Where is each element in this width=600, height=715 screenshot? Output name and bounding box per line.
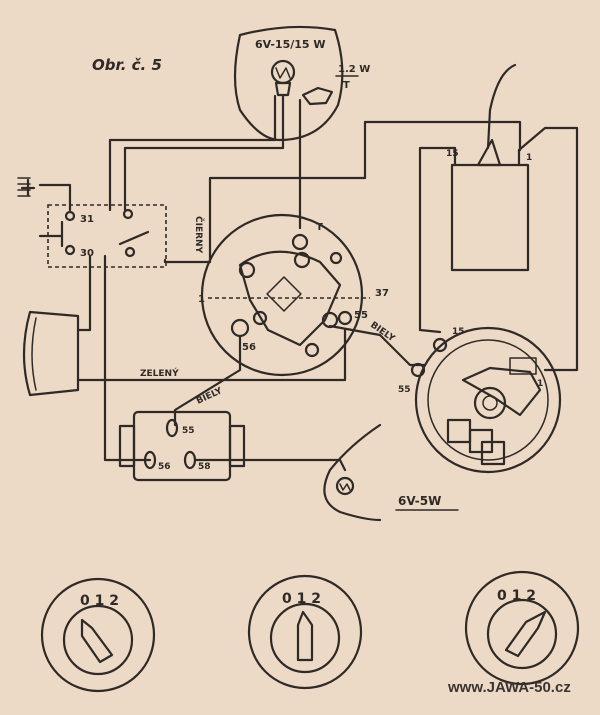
taillight-bulb-icon: [335, 476, 355, 496]
key-icon: [80, 618, 114, 664]
switch-terminal-30: 30: [80, 248, 94, 259]
wire-biely-label: BIELY: [368, 320, 396, 344]
pilot-sub-label: T: [343, 80, 350, 91]
headlamp-bulb-label: 6V-15/15 W: [255, 38, 326, 51]
key-dial-3: 0 1 2: [464, 570, 580, 686]
key-dial-3-marks: 0 1 2: [497, 588, 536, 604]
magneto-terminal-15: 15: [452, 327, 465, 337]
light-switch: 31 30: [17, 177, 167, 268]
magneto: 15 55 1: [398, 326, 562, 474]
ign-terminal-37: 37: [375, 288, 389, 299]
key-dial-2-marks: 0 1 2: [282, 591, 321, 607]
coil-terminal-1: 1: [526, 153, 532, 163]
connector-terminal-55: 55: [182, 426, 195, 436]
ignition-switch: T 1 37 55 56: [198, 213, 389, 377]
key-dial-2: 0 1 2: [247, 574, 363, 690]
pilot-label: 1.2 W: [338, 64, 370, 75]
figure-caption: Obr. č. 5: [92, 56, 162, 74]
magneto-terminal-1: 1: [537, 379, 543, 389]
horn: [22, 310, 80, 397]
ignition-coil: 15 1: [446, 63, 532, 272]
pilot-lamp-icon: [301, 86, 334, 106]
connector-terminal-58: 58: [198, 462, 211, 472]
switch-terminal-31: 31: [80, 214, 94, 225]
connector-block: 55 56 58: [118, 410, 246, 482]
ign-terminal-56: 56: [242, 342, 256, 353]
magneto-terminal-55: 55: [398, 385, 411, 395]
key-icon: [296, 610, 314, 662]
coil-terminal-15: 15: [446, 149, 459, 159]
ign-terminal-55: 55: [354, 310, 368, 321]
wire-zeleny-label: ZELENÝ: [140, 367, 179, 379]
ign-terminal-T: T: [316, 222, 323, 233]
headlamp: 6V-15/15 W 1.2 W T: [233, 25, 370, 142]
taillight-bulb-label: 6V-5W: [398, 494, 441, 508]
taillight: 6V-5W: [323, 423, 459, 522]
watermark: www.JAWA-50.cz: [447, 679, 571, 696]
key-icon: [504, 610, 547, 658]
ign-terminal-1: 1: [198, 294, 205, 305]
wire-cierny-label: ČIERNY: [193, 216, 205, 254]
key-dial-1: 0 1 2: [40, 577, 156, 693]
key-dial-1-marks: 0 1 2: [80, 593, 119, 609]
connector-terminal-56: 56: [158, 462, 171, 472]
